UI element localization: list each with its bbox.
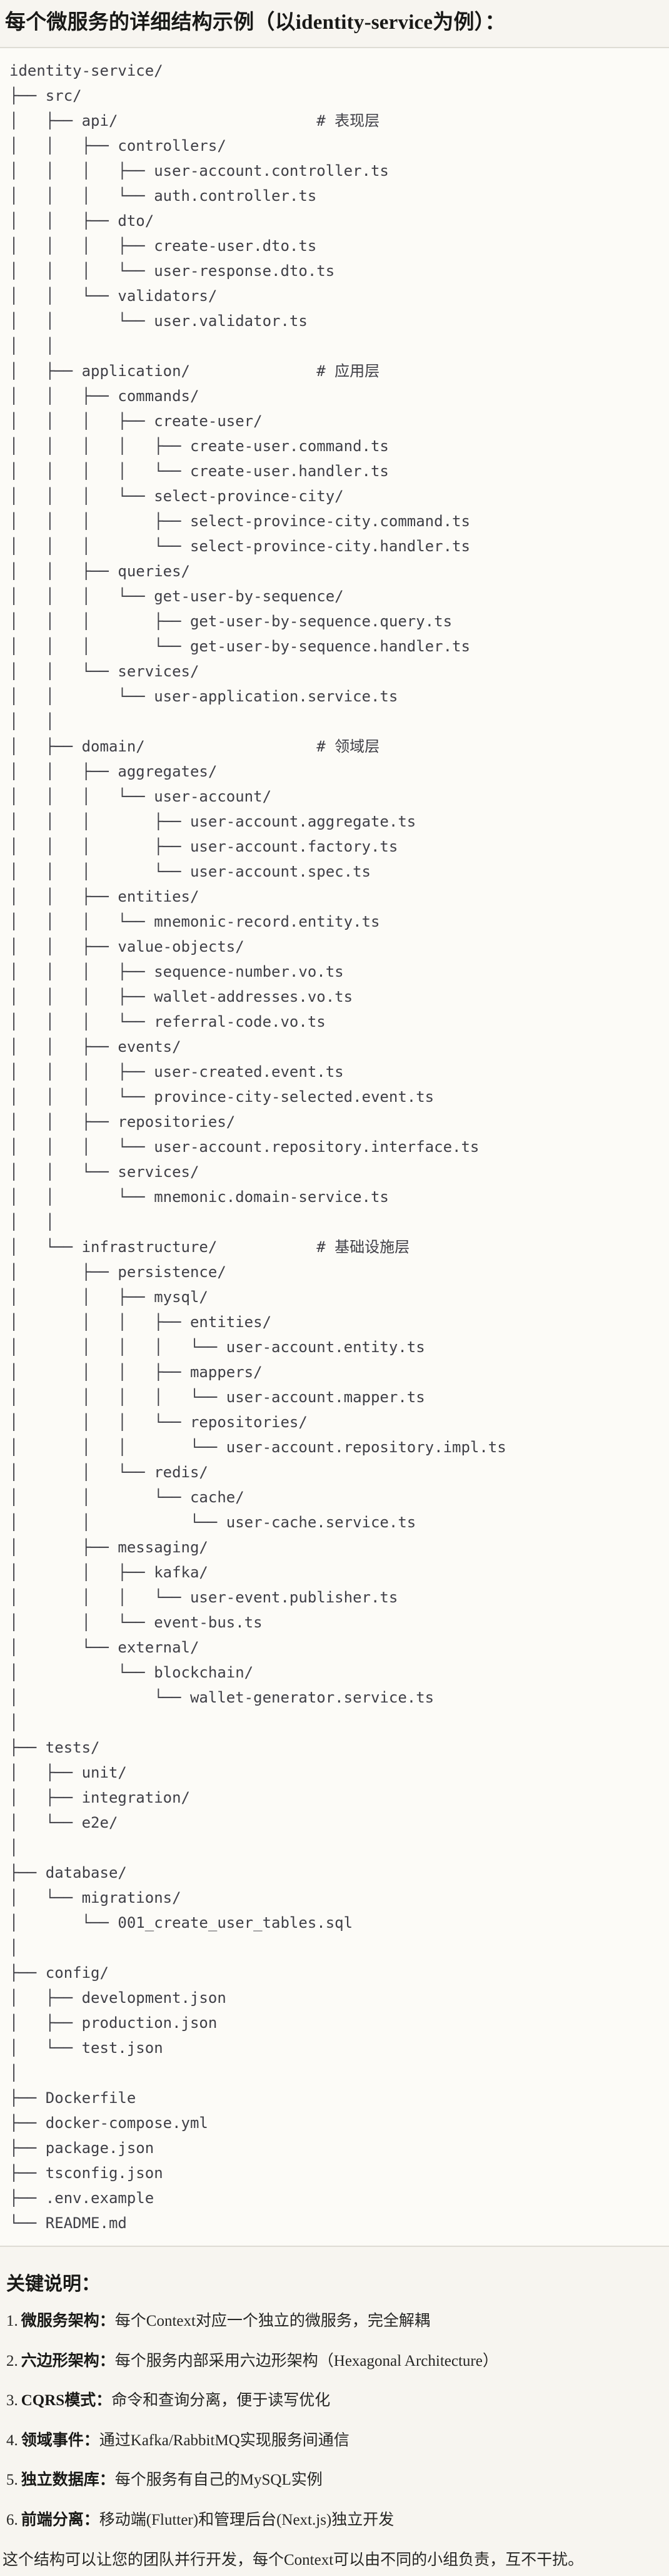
note-item-number: 2. — [6, 2352, 18, 2370]
note-item-label: 微服务架构： — [21, 2313, 115, 2329]
note-item-label: 独立数据库： — [21, 2472, 115, 2488]
directory-tree-code-block: identity-service/ ├── src/ │ ├── api/ # … — [0, 47, 669, 2247]
page-title: 每个微服务的详细结构示例（以identity-service为例）： — [5, 11, 506, 34]
note-item-1: 1.微服务架构：每个Context对应一个独立的微服务，完全解耦 — [6, 2312, 663, 2331]
note-item-text: 每个服务内部采用六边形架构（Hexagonal Architecture） — [114, 2352, 498, 2370]
note-item-number: 3. — [6, 2392, 18, 2409]
note-item-6: 6.前端分离：移动端(Flutter)和管理后台(Next.js)独立开发 — [6, 2511, 663, 2530]
note-item-2: 2.六边形架构：每个服务内部采用六边形架构（Hexagonal Architec… — [6, 2352, 663, 2371]
key-notes-heading: 关键说明： — [6, 2274, 100, 2294]
note-item-3: 3.CQRS模式：命令和查询分离，便于读写优化 — [6, 2391, 663, 2410]
note-item-4: 4.领域事件：通过Kafka/RabbitMQ实现服务间通信 — [6, 2431, 663, 2450]
note-item-label: 领域事件： — [21, 2431, 99, 2449]
key-notes-section: 关键说明： 1.微服务架构：每个Context对应一个独立的微服务，完全解耦 2… — [0, 2268, 669, 2576]
note-item-text: 每个Context对应一个独立的微服务，完全解耦 — [114, 2313, 430, 2329]
note-item-label: 六边形架构： — [21, 2352, 115, 2370]
note-item-label: 前端分离： — [21, 2511, 99, 2528]
note-item-text: 通过Kafka/RabbitMQ实现服务间通信 — [99, 2431, 350, 2449]
note-item-text: 命令和查询分离，便于读写优化 — [111, 2392, 331, 2409]
note-item-number: 5. — [6, 2472, 18, 2488]
note-item-text: 每个服务有自己的MySQL实例 — [114, 2472, 323, 2488]
note-item-text: 移动端(Flutter)和管理后台(Next.js)独立开发 — [99, 2511, 395, 2528]
note-item-number: 6. — [6, 2511, 18, 2528]
note-item-label: CQRS模式： — [21, 2392, 112, 2409]
note-item-number: 1. — [6, 2313, 18, 2329]
notes-footer-paragraph: 这个结构可以让您的团队并行开发，每个Context可以由不同的小组负责，互不干扰… — [3, 2552, 584, 2568]
note-item-5: 5.独立数据库：每个服务有自己的MySQL实例 — [6, 2471, 663, 2490]
note-item-number: 4. — [6, 2431, 18, 2449]
